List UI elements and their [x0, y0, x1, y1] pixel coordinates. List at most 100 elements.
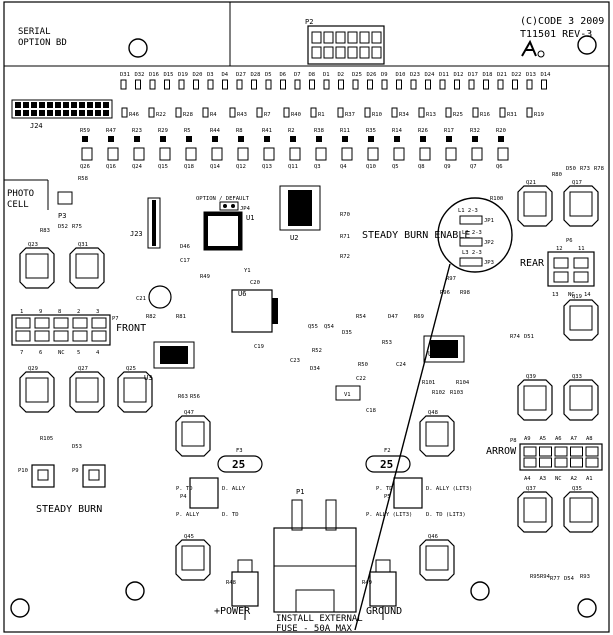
diode-pad	[280, 79, 286, 90]
option-default-label: OPTION / DEFAULT	[196, 196, 250, 202]
p8-top-pin-label: A7	[571, 436, 578, 442]
part-rev-label: T11501 REV-3	[520, 29, 592, 40]
q46-transistor: Q46	[419, 534, 455, 581]
svg-text:U3: U3	[144, 374, 152, 382]
p7-pin	[91, 330, 107, 342]
transistor-ref-label: Q12	[236, 164, 246, 170]
resistor-ref-label: R34	[399, 112, 410, 118]
mid-pad	[108, 136, 114, 142]
resistor-ref-label: R22	[156, 112, 166, 118]
rear-label: REAR	[520, 258, 545, 269]
svg-text:V1: V1	[344, 392, 351, 398]
p2-pin	[347, 46, 358, 59]
mid-pad	[368, 136, 374, 142]
d35-label: D35	[342, 330, 352, 336]
transistor-outline	[263, 147, 275, 161]
transistor-outline	[107, 147, 119, 161]
transistor-outline	[445, 147, 457, 161]
transistor-outline	[393, 147, 405, 161]
p7-pin	[53, 317, 69, 329]
svg-text:Q21: Q21	[526, 180, 536, 186]
p2-pin	[371, 46, 382, 59]
transistor-ref-label: Q10	[366, 164, 376, 170]
p8-bottom-pin-label: A2	[571, 476, 578, 482]
svg-text:Q47: Q47	[184, 410, 194, 416]
diode-ref-label: D32	[135, 72, 145, 78]
r52-label: R52	[312, 348, 322, 354]
f2-fuse: F2 25	[365, 448, 411, 473]
transistor-outline	[289, 147, 301, 161]
c21-capacitor: C21	[136, 285, 172, 309]
resistor-pad	[499, 107, 506, 118]
p2-pin	[359, 31, 370, 44]
diode-ref-label: D17	[468, 72, 478, 78]
diode-pad	[425, 79, 431, 90]
transistor-outline	[237, 147, 249, 161]
diode-pad	[135, 79, 141, 90]
serial-option-label-2: OPTION BD	[18, 38, 67, 48]
mid-pad	[212, 136, 218, 142]
j24-pin	[71, 102, 77, 108]
r77-label: R77	[550, 576, 560, 582]
mid-ref-label: R8	[236, 128, 243, 134]
p6-connector: P6 12 11 13 NC 14	[547, 238, 595, 298]
resistor-ref-label: R37	[345, 112, 355, 118]
u6-regulator: U6	[231, 289, 278, 333]
jumper-leader-line	[354, 263, 451, 631]
mid-pad	[472, 136, 478, 142]
mid-ref-label: R44	[210, 128, 221, 134]
transistor-outline	[367, 147, 379, 161]
resistor-ref-label: R7	[264, 112, 271, 118]
p7-top-pin-label: 1	[20, 309, 23, 315]
mid-pad	[394, 136, 400, 142]
svg-text:P8: P8	[510, 438, 517, 444]
mid-ref-label: R14	[392, 128, 403, 134]
transistor-ref-label: Q9	[444, 164, 451, 170]
diode-ref-label: D18	[483, 72, 493, 78]
q55-label: Q55	[308, 324, 318, 330]
svg-text:P6: P6	[566, 238, 573, 244]
transistor-ref-label: Q15	[158, 164, 168, 170]
p7-top-pin-label: 8	[58, 309, 61, 315]
j24-pin	[87, 102, 93, 108]
svg-text:P1: P1	[296, 488, 304, 496]
svg-text:U1: U1	[246, 214, 254, 222]
mount-hole-br	[470, 581, 490, 601]
photo-cell-block: PHOTO CELL P3 R58	[4, 176, 88, 220]
transistor-ref-label: Q3	[314, 164, 321, 170]
r93-label: R93	[580, 574, 590, 580]
mid-ref-label: R26	[418, 128, 428, 134]
j24-pin	[23, 110, 29, 116]
mid-ref-label: R11	[340, 128, 350, 134]
svg-text:Q17: Q17	[572, 180, 582, 186]
svg-text:Q23: Q23	[28, 242, 38, 248]
resistor-ref-label: R1	[318, 112, 325, 118]
transistor-ref-label: Q18	[184, 164, 194, 170]
jp4-jumper: JP4	[219, 201, 251, 212]
diode-pad	[309, 79, 315, 90]
p8-top-pin-label: A8	[586, 436, 593, 442]
diode-ref-label: D21	[497, 72, 507, 78]
mid-pad	[238, 136, 244, 142]
p7-top-pin-label: 2	[77, 309, 80, 315]
diode-ref-label: D15	[164, 72, 174, 78]
mid-ref-label: R17	[444, 128, 454, 134]
transistor-ref-label: Q13	[262, 164, 272, 170]
diode-pad	[207, 79, 214, 90]
svg-text:Q48: Q48	[428, 410, 438, 416]
svg-text:P9: P9	[72, 468, 79, 474]
resistor-pad	[337, 107, 344, 118]
p8-pin	[585, 457, 599, 468]
svg-text:Q31: Q31	[78, 242, 88, 248]
resistor-pad	[364, 107, 371, 118]
transistor-outline	[211, 147, 223, 161]
diode-ref-label: D20	[193, 72, 203, 78]
r101-label: R101	[422, 380, 435, 386]
svg-text:L3 2-3: L3 2-3	[462, 250, 482, 256]
j24-pin	[63, 102, 69, 108]
resistor-pad	[202, 107, 209, 118]
u4-chip: U4	[423, 335, 465, 363]
